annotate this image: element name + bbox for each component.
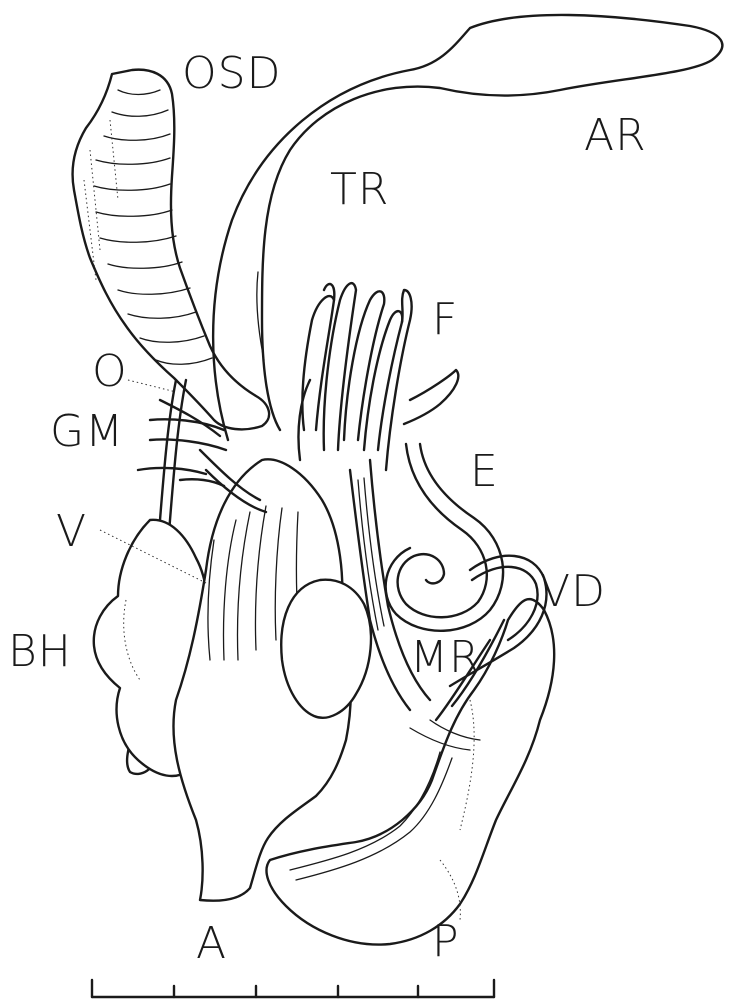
label-bh: BH — [8, 626, 72, 677]
label-tr: TR — [330, 164, 389, 215]
label-f: F — [432, 294, 458, 345]
pointer-o — [128, 380, 176, 392]
label-vd: VD — [540, 566, 606, 617]
right-lobe — [281, 580, 371, 718]
scale-bar — [92, 980, 494, 997]
label-osd: OSD — [182, 48, 281, 99]
label-v: V — [56, 506, 87, 557]
label-e: E — [470, 446, 499, 497]
label-mr: MR — [410, 632, 481, 683]
atrium-tube — [213, 15, 722, 440]
label-ar: AR — [584, 110, 647, 161]
label-p: P — [432, 916, 460, 967]
label-o: O — [92, 346, 128, 397]
label-a: A — [196, 918, 227, 969]
label-gm: GM — [50, 406, 124, 457]
